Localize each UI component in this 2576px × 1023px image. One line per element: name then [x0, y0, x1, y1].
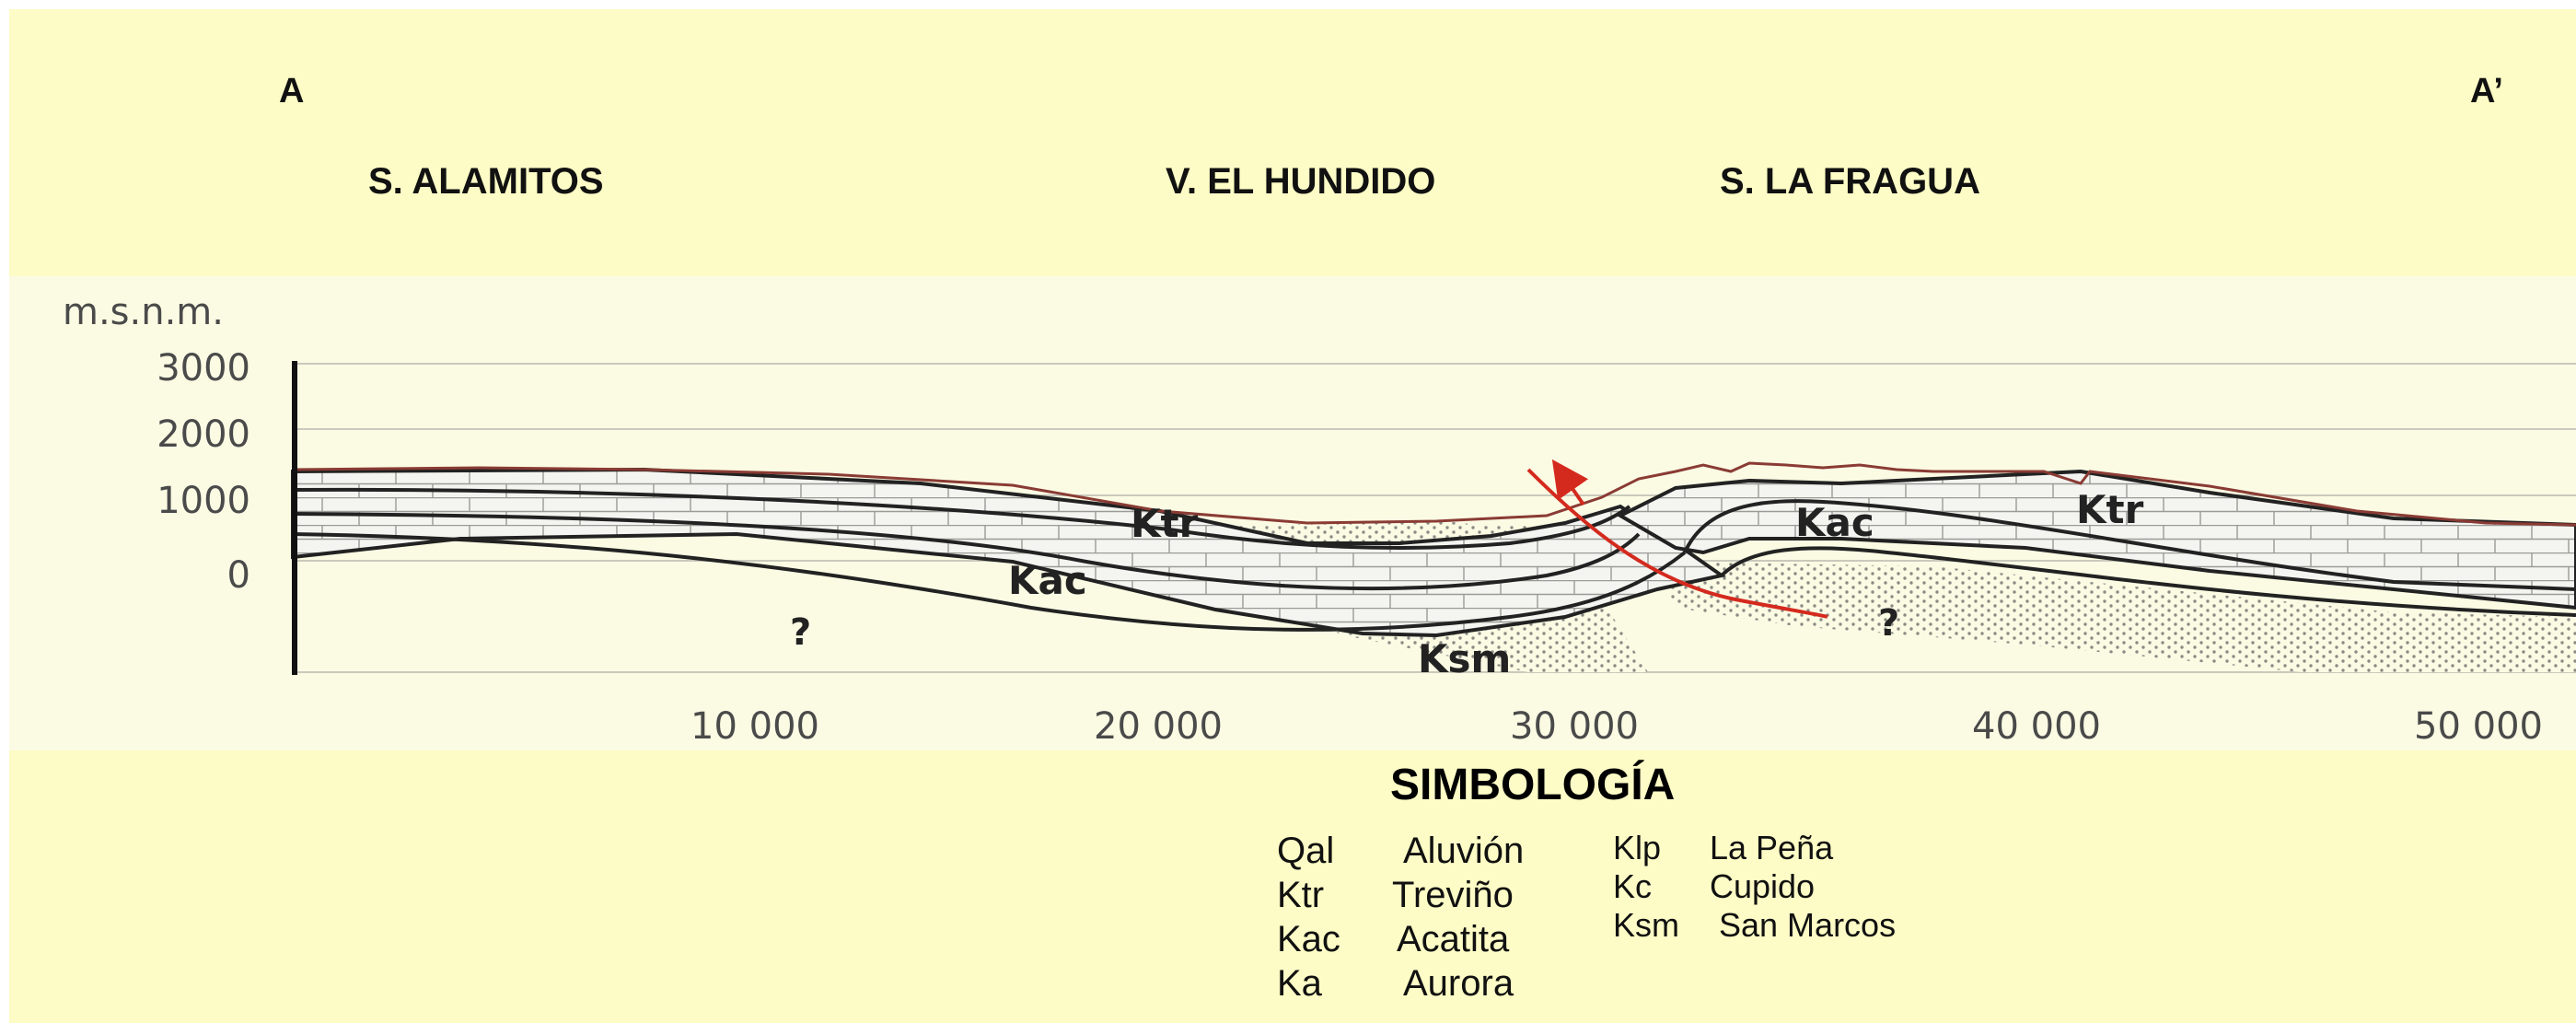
unit-label-ktr-west: Ktr: [1131, 501, 1199, 546]
distance-tick-30000: 30 000: [1510, 705, 1639, 748]
legend-item: Ksm San Marcos: [1613, 906, 1896, 945]
thrust-fault-line: [1526, 468, 1828, 619]
unit-label-kac-east: Kac: [1795, 500, 1874, 545]
elevation-tick-3000: 3000: [157, 347, 250, 389]
unit-label-ksm: Ksm: [1418, 636, 1511, 681]
unknown-marker-east: ?: [1878, 602, 1899, 645]
legend-item: Klp La Peña: [1613, 829, 1896, 867]
elevation-tick-0: 0: [227, 554, 250, 597]
legend-item: Kac Acatita: [1277, 917, 1524, 961]
legend-name: San Marcos: [1719, 906, 1897, 944]
unit-label-ktr-east: Ktr: [2076, 487, 2144, 532]
legend-name: Aurora: [1403, 963, 1514, 1004]
legend-name: Acatita: [1397, 919, 1510, 959]
legend-code: Klp: [1613, 829, 1662, 866]
elevation-tick-2000: 2000: [157, 413, 250, 456]
topographic-profile: [292, 461, 2576, 527]
legend-code: Ksm: [1613, 906, 1679, 944]
place-label-la-fragua: S. LA FRAGUA: [1720, 161, 1980, 202]
legend-name: Aluvión: [1403, 831, 1525, 871]
legend-name: Cupido: [1710, 867, 1816, 905]
legend-item: Qal Aluvión: [1277, 829, 1524, 873]
legend-code: Kc: [1613, 867, 1653, 905]
legend-name: La Peña: [1710, 829, 1834, 866]
legend-code: Ktr: [1277, 875, 1325, 915]
distance-tick-40000: 40 000: [1972, 705, 2101, 748]
legend-code: Ka: [1277, 963, 1322, 1004]
distance-tick-20000: 20 000: [1094, 705, 1223, 748]
legend-name: Treviño: [1392, 875, 1514, 915]
distance-tick-10000: 10 000: [690, 705, 819, 748]
lithologic-contacts: [292, 487, 2576, 632]
fault-arrow-icon: [1551, 459, 1589, 506]
legend-item: Ktr Treviño: [1277, 873, 1524, 917]
distance-tick-50000: 50 000: [2414, 705, 2543, 748]
unknown-marker-west: ?: [790, 611, 811, 654]
legend-title: SIMBOLOGÍA: [1390, 761, 1676, 809]
legend-right-column: Klp La Peña Kc Cupido Ksm San Marcos: [1613, 829, 1896, 945]
legend-item: Ka Aurora: [1277, 961, 1524, 1006]
elevation-axis-unit: m.s.n.m.: [63, 291, 224, 333]
legend-left-column: Qal Aluvión Ktr Treviño Kac Acatita Ka A…: [1277, 829, 1524, 1006]
legend-code: Kac: [1277, 919, 1340, 959]
section-start-label: A: [279, 72, 305, 110]
place-label-alamitos: S. ALAMITOS: [368, 161, 604, 202]
place-label-el-hundido: V. EL HUNDIDO: [1166, 161, 1436, 202]
unit-label-kac-west: Kac: [1008, 558, 1087, 603]
elevation-tick-1000: 1000: [157, 480, 250, 522]
section-end-label: A’: [2470, 72, 2503, 110]
legend-code: Qal: [1277, 831, 1335, 871]
legend-item: Kc Cupido: [1613, 867, 1896, 906]
